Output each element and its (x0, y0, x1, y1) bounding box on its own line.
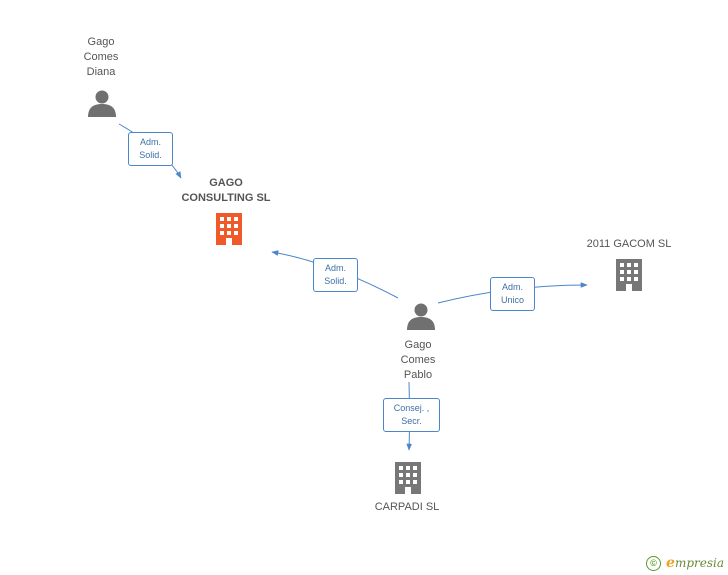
person-icon[interactable] (407, 303, 435, 331)
brand-name: mpresia (674, 556, 724, 570)
brand-initial: e (666, 555, 675, 571)
edge-label-diana-role: Adm. Solid. (128, 132, 173, 166)
edge-label-pablo-carpadi-role: Consej. , Secr. (383, 398, 440, 432)
person-icon[interactable] (88, 90, 116, 118)
copyright-icon: © (646, 555, 662, 571)
footer-brand: © empresia (646, 555, 724, 571)
edge-label-pablo-gacom-role: Adm. Unico (490, 277, 535, 311)
node-label-pablo[interactable]: Gago Comes Pablo (400, 339, 436, 381)
node-label-diana[interactable]: Gago Comes Diana (83, 36, 119, 78)
node-label-gacom[interactable]: 2011 GACOM SL (586, 238, 672, 250)
node-label-gago-consulting[interactable]: GAGO CONSULTING SL (181, 177, 271, 204)
building-icon[interactable] (616, 259, 642, 291)
node-label-carpadi[interactable]: CARPADI SL (374, 501, 440, 513)
building-icon[interactable] (395, 462, 421, 494)
building-icon[interactable] (216, 213, 242, 245)
brand-logo[interactable]: empresia (666, 555, 724, 571)
edge-label-pablo-consulting-role: Adm. Solid. (313, 258, 358, 292)
